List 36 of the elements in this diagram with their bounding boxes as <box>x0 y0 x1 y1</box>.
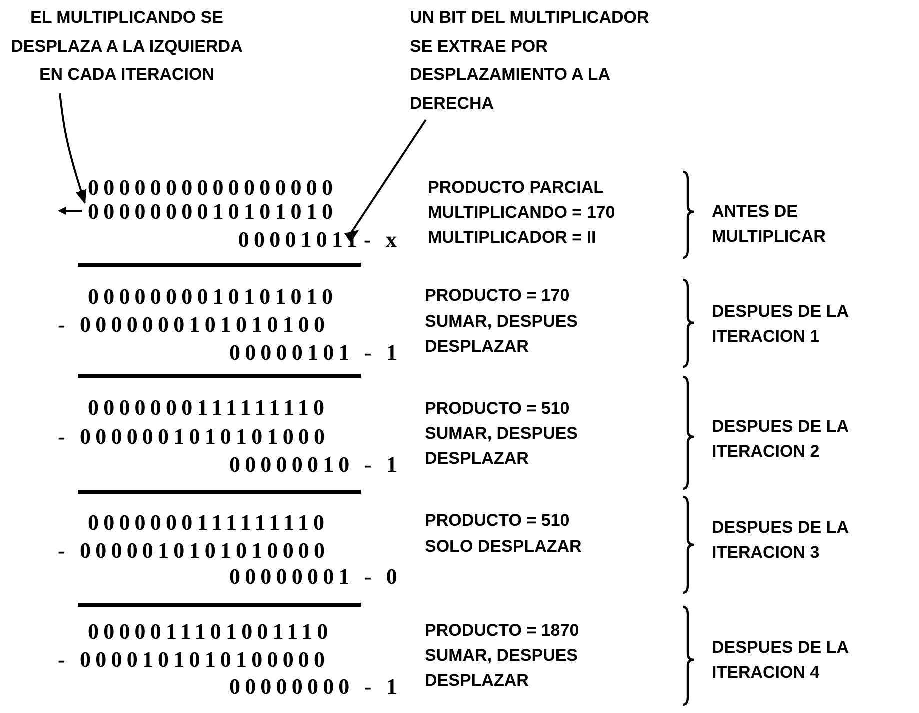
binary-number: - 0000101010100000 <box>58 648 330 672</box>
binary-number: 0000000010101010 <box>88 200 338 224</box>
description-text: PRODUCTO = 510 <box>425 510 570 532</box>
callout-text: EL MULTIPLICANDO SE DESPLAZA A LA IZQUIERDA EN CADA ITERACION <box>2 4 252 90</box>
binary-number: - 0000010101010000 <box>58 539 330 563</box>
stage-label: ANTES DE MULTIPLICAR <box>712 201 827 248</box>
binary-number: 00000010 - 1 <box>229 453 402 477</box>
description-text: SUMAR, DESPUES DESPLAZAR <box>425 423 580 470</box>
binary-number: 0000000010101010 <box>88 285 338 309</box>
stage-label: DESPUES DE LA ITERACION 2 <box>712 416 850 463</box>
binary-number: 0000000111111110 <box>88 396 330 420</box>
description-text: PRODUCTO = 510 <box>425 398 570 420</box>
binary-number: - 0000000101010100 <box>58 313 330 337</box>
binary-number: 0000011101001110 <box>88 620 333 644</box>
bit-label: - x <box>364 228 402 252</box>
description-text: SOLO DESPLAZAR <box>425 536 583 558</box>
stage-label: DESPUES DE LA ITERACION 3 <box>712 517 850 564</box>
binary-number: 00000101 - 1 <box>229 341 402 365</box>
binary-number: 00000001 - 0 <box>229 565 402 589</box>
description-text: PRODUCTO PARCIAL <box>428 177 604 199</box>
binary-number: 0000000111111110 <box>88 511 330 535</box>
description-text: SUMAR, DESPUES DESPLAZAR <box>425 311 580 358</box>
description-text: SUMAR, DESPUES DESPLAZAR <box>425 645 580 692</box>
description-text: PRODUCTO = 170 <box>425 285 570 307</box>
callout-text: UN BIT DEL MULTIPLICADOR SE EXTRAE POR DESPLAZAMIENTO A LA DERECHA <box>410 4 650 118</box>
description-text: MULTIPLICANDO = 170 <box>428 202 616 224</box>
leader-line <box>344 119 427 243</box>
binary-number: 00000000 - 1 <box>229 675 402 699</box>
stage-label: DESPUES DE LA ITERACION 1 <box>712 301 850 348</box>
stage-label: DESPUES DE LA ITERACION 4 <box>712 637 850 684</box>
description-text: PRODUCTO = 1870 <box>425 620 580 642</box>
leader-line <box>59 93 87 204</box>
binary-number: 00001011 <box>238 228 362 252</box>
binary-number: - 0000001010101000 <box>58 425 330 449</box>
binary-number: 0000000000000000 <box>88 176 338 200</box>
description-text: MULTIPLICADOR = II <box>428 227 596 249</box>
